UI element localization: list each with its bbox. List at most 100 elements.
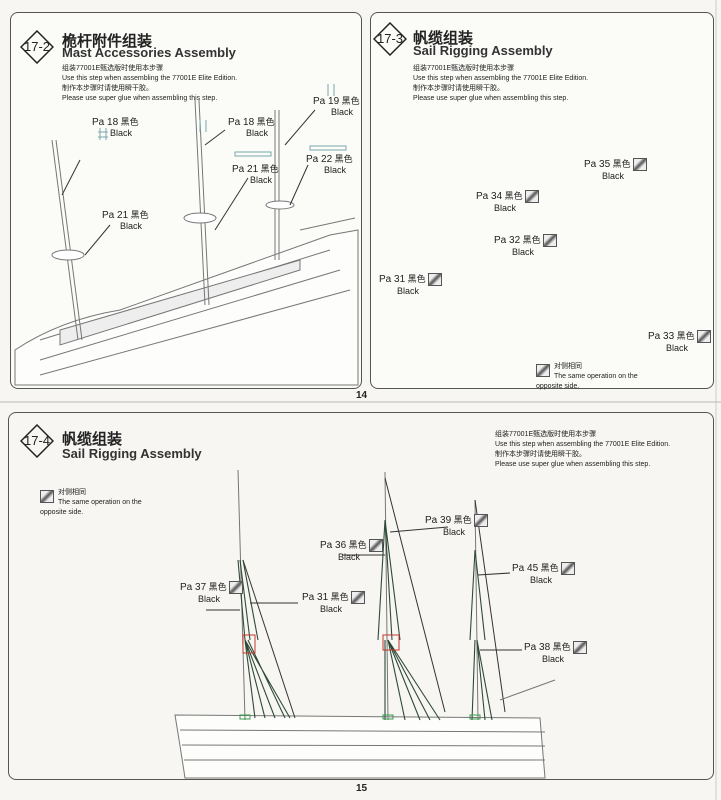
color-en: Black bbox=[494, 203, 517, 213]
step-17-3-panel bbox=[370, 12, 714, 389]
note-line: Please use super glue when assembling th… bbox=[413, 95, 569, 102]
part-number: Pa 31 bbox=[302, 591, 329, 603]
opposite-cn: 对侧相同 bbox=[554, 363, 582, 370]
opposite-en: The same operation on the opposite side. bbox=[40, 499, 142, 516]
part-callout: Pa 31 黑色 Black bbox=[379, 273, 443, 296]
color-en: Black bbox=[198, 594, 221, 604]
note-line: Use this step when assembling the 77001E… bbox=[413, 75, 589, 82]
part-number: Pa 22 bbox=[306, 154, 333, 165]
note-line: 制作本步骤时请使用瞬干胶。 bbox=[495, 451, 586, 458]
part-callout: Pa 36 黑色 Black bbox=[320, 539, 384, 562]
part-number: Pa 45 bbox=[512, 562, 539, 574]
color-cn: 黑色 bbox=[504, 190, 523, 201]
step-title-en: Sail Rigging Assembly bbox=[413, 43, 553, 58]
color-cn: 黑色 bbox=[522, 234, 541, 245]
part-number: Pa 32 bbox=[494, 234, 521, 246]
mirror-icon bbox=[536, 364, 550, 377]
mirror-icon bbox=[369, 539, 384, 552]
part-number: Pa 37 bbox=[180, 581, 207, 593]
part-number: Pa 33 bbox=[648, 330, 675, 342]
opposite-en: The same operation on the opposite side. bbox=[536, 373, 638, 390]
mirror-icon bbox=[229, 581, 244, 594]
color-en: Black bbox=[443, 527, 466, 537]
part-number: Pa 38 bbox=[524, 641, 551, 653]
opposite-side-note: 对侧相同 The same operation on the opposite … bbox=[40, 488, 169, 518]
note-line: 制作本步骤时请使用瞬干胶。 bbox=[62, 85, 153, 92]
step-number: 17-4 bbox=[23, 433, 51, 448]
mirror-icon bbox=[428, 273, 443, 286]
mirror-icon bbox=[633, 158, 648, 171]
color-en: Black bbox=[338, 552, 361, 562]
part-callout: Pa 35 黑色 Black bbox=[584, 158, 648, 181]
step-title-cn: 帆缆组装 bbox=[62, 431, 123, 448]
opposite-side-note: 对侧相同 The same operation on the opposite … bbox=[536, 362, 665, 392]
step-badge-17-4: 17-4 bbox=[20, 424, 54, 458]
color-en: Black bbox=[530, 575, 553, 585]
mirror-icon bbox=[697, 330, 712, 343]
color-en: Black bbox=[320, 604, 343, 614]
opposite-cn: 对侧相同 bbox=[58, 489, 86, 496]
color-cn: 黑色 bbox=[341, 96, 360, 106]
part-number: Pa 36 bbox=[320, 539, 347, 551]
color-en: Black bbox=[324, 165, 347, 175]
color-cn: 黑色 bbox=[407, 273, 426, 284]
ship-illustration-17-2 bbox=[14, 84, 359, 386]
part-number: Pa 19 bbox=[313, 96, 340, 107]
step-number: 17-2 bbox=[23, 39, 51, 54]
part-number: Pa 35 bbox=[584, 158, 611, 170]
mirror-icon bbox=[40, 490, 54, 503]
part-callout: Pa 39 黑色 Black bbox=[425, 514, 489, 537]
color-en: Black bbox=[246, 128, 269, 138]
part-callout: Pa 32 黑色 Black bbox=[494, 234, 558, 257]
page-number: 14 bbox=[356, 390, 368, 401]
color-cn: 黑色 bbox=[552, 641, 571, 652]
note-line: 组装77001E甄选版时使用本步骤 bbox=[62, 65, 164, 72]
color-en: Black bbox=[331, 107, 354, 117]
color-cn: 黑色 bbox=[330, 591, 349, 602]
note-line: Please use super glue when assembling th… bbox=[62, 95, 218, 102]
color-en: Black bbox=[397, 286, 420, 296]
mirror-icon bbox=[561, 562, 576, 575]
color-en: Black bbox=[542, 654, 565, 664]
step-number: 17-3 bbox=[376, 31, 404, 46]
note-line: 组装77001E甄选版时使用本步骤 bbox=[495, 431, 597, 438]
step-notes: 组装77001E甄选版时使用本步骤 Use this step when ass… bbox=[495, 430, 670, 470]
mirror-icon bbox=[351, 591, 366, 604]
ship-illustration-17-4 bbox=[174, 469, 556, 779]
color-cn: 黑色 bbox=[676, 330, 695, 341]
color-cn: 黑色 bbox=[130, 210, 149, 220]
color-en: Black bbox=[512, 247, 535, 257]
step-title-cn: 帆缆组装 bbox=[413, 30, 474, 47]
color-cn: 黑色 bbox=[348, 539, 367, 550]
part-callout: Pa 37 黑色 Black bbox=[180, 581, 244, 604]
step-notes: 组装77001E甄选版时使用本步骤 Use this step when ass… bbox=[62, 64, 237, 104]
mirror-icon bbox=[525, 190, 540, 203]
mirror-icon bbox=[543, 234, 558, 247]
color-cn: 黑色 bbox=[260, 164, 279, 174]
color-cn: 黑色 bbox=[208, 581, 227, 592]
part-callout: Pa 45 黑色 Black bbox=[512, 562, 576, 585]
color-en: Black bbox=[250, 175, 273, 185]
step-notes: 组装77001E甄选版时使用本步骤 Use this step when ass… bbox=[413, 64, 588, 104]
part-number: Pa 39 bbox=[425, 514, 452, 526]
color-en: Black bbox=[120, 221, 143, 231]
step-title-en: Sail Rigging Assembly bbox=[62, 446, 202, 461]
note-line: 制作本步骤时请使用瞬干胶。 bbox=[413, 85, 504, 92]
step-17-4-panel bbox=[8, 412, 714, 780]
note-line: 组装77001E甄选版时使用本步骤 bbox=[413, 65, 515, 72]
color-cn: 黑色 bbox=[612, 158, 631, 169]
step-badge-17-3: 17-3 bbox=[373, 22, 407, 56]
part-callout: Pa 34 黑色 Black bbox=[476, 190, 540, 213]
mirror-icon bbox=[474, 514, 489, 527]
part-number: Pa 18 bbox=[228, 117, 255, 128]
part-number: Pa 18 bbox=[92, 117, 119, 128]
page-number: 15 bbox=[356, 783, 368, 794]
part-number: Pa 21 bbox=[102, 210, 129, 221]
note-line: Use this step when assembling the 77001E… bbox=[495, 441, 671, 448]
